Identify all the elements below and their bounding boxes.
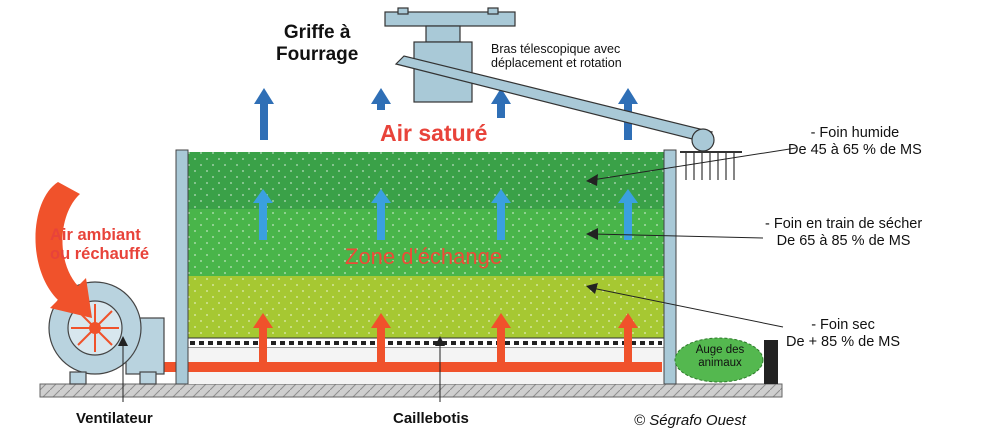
hot-air-arrows (253, 313, 638, 364)
light-air-arrows (253, 189, 638, 240)
label-griffe: Griffe à Fourrage (276, 22, 359, 65)
label-ventilateur: Ventilateur (76, 410, 153, 427)
label-air-sature: Air saturé (380, 120, 488, 146)
auge-trough (674, 337, 778, 384)
hay-grapple (384, 7, 742, 180)
label-foin-sec: - Foin sec De + 85 % de MS (786, 317, 901, 350)
left-wall (175, 149, 189, 385)
label-foin-sechage: - Foin en train de sécher De 65 à 85 % d… (765, 216, 923, 249)
ground-slab (39, 383, 783, 398)
hot-air-duct (150, 362, 662, 372)
label-air-ambiant: Air ambiant ou réchauffé (50, 226, 150, 263)
pointer-lines (122, 147, 797, 402)
label-copyright: © Ségrafo Ouest (634, 412, 746, 429)
label-bras: Bras télescopique avec déplacement et ro… (491, 42, 622, 71)
label-zone-echange: Zone d'échange (345, 244, 503, 269)
right-wall (663, 149, 677, 385)
label-caillebotis: Caillebotis (393, 410, 469, 427)
label-auge: Auge des animaux (695, 344, 745, 370)
intake-arrow (35, 182, 92, 318)
label-foin-humide: - Foin humide De 45 à 65 % de MS (788, 125, 922, 158)
